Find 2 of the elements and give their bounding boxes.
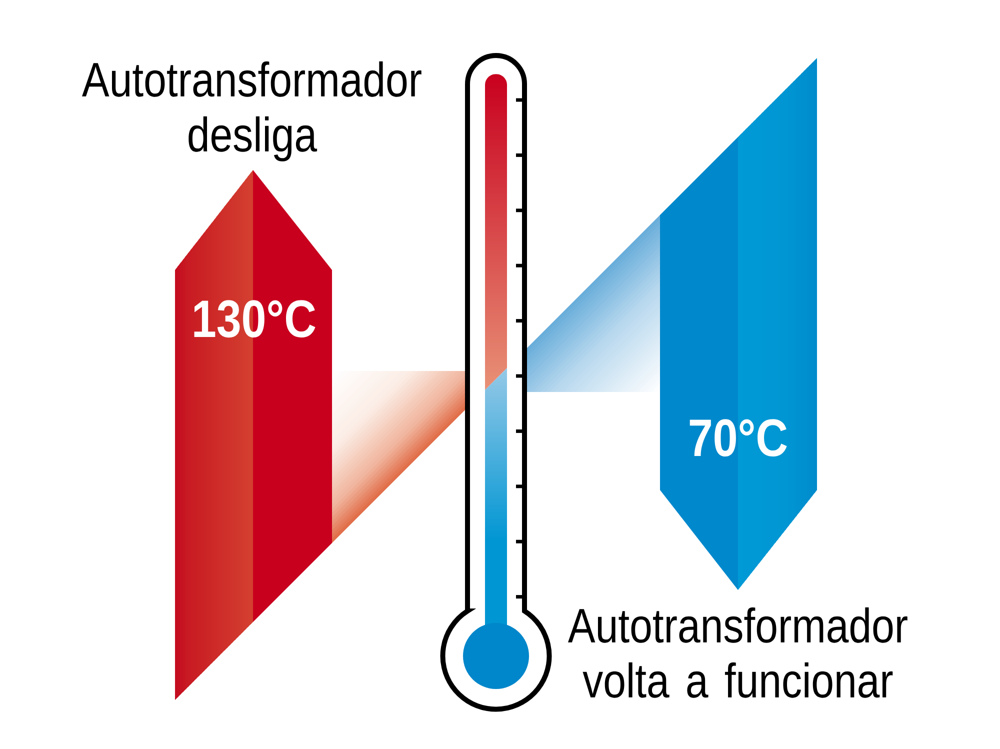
arrow-label: Autotransformador volta a funcionar [568, 607, 908, 698]
arrow-label: Autotransformador desliga [82, 61, 422, 162]
